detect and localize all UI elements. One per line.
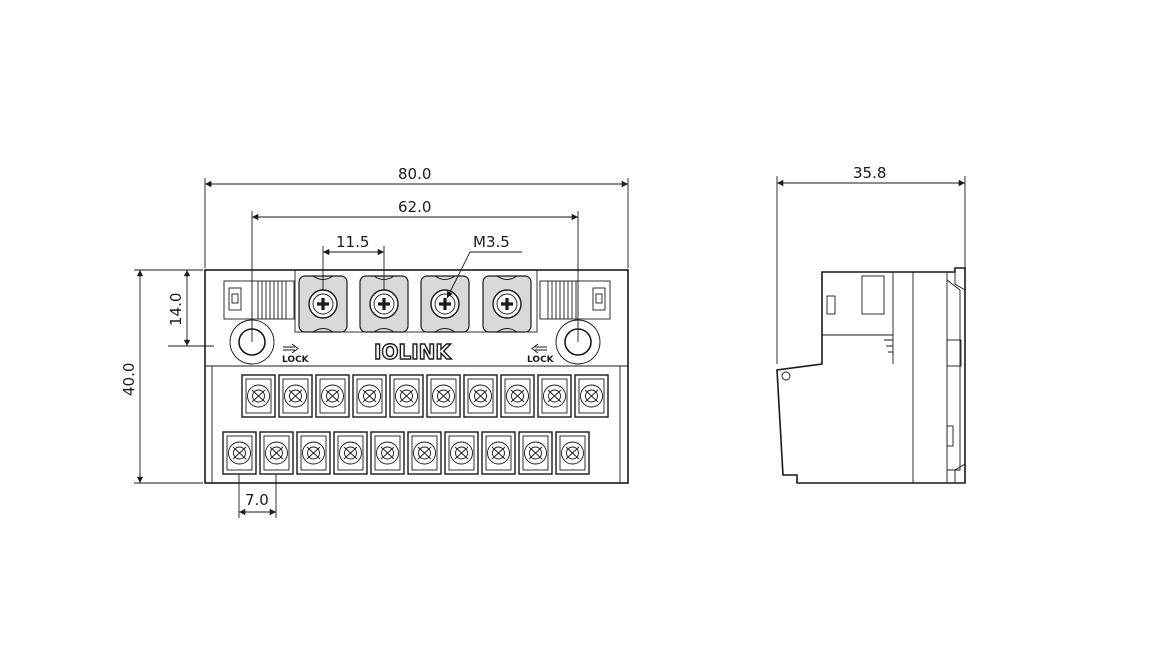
dim-7: 7.0 xyxy=(245,491,269,509)
brand-logo: IOLINK xyxy=(374,340,452,364)
terminal xyxy=(574,374,609,418)
dimension-screw-size: M3.5 xyxy=(446,233,522,299)
terminal xyxy=(426,374,461,418)
dimension-overall-width: 80.0 xyxy=(204,165,629,268)
terminal xyxy=(500,374,535,418)
terminal xyxy=(278,374,313,418)
terminal xyxy=(370,431,405,475)
lock-label-right: LOCK xyxy=(527,355,555,365)
terminal xyxy=(222,431,257,475)
power-terminal-panel xyxy=(294,269,538,334)
terminal xyxy=(259,431,294,475)
terminal xyxy=(241,374,276,418)
terminal xyxy=(463,374,498,418)
dimension-screw-pitch: 11.5 xyxy=(322,233,385,290)
side-hole xyxy=(781,371,791,381)
dim-80: 80.0 xyxy=(398,165,431,183)
side-body-outline xyxy=(776,267,966,484)
lock-indicator-right: LOCK xyxy=(527,343,555,365)
terminal xyxy=(555,431,590,475)
dimension-overall-height: 40.0 xyxy=(120,269,203,484)
dimension-side-depth: 35.8 xyxy=(776,164,966,364)
terminal xyxy=(481,431,516,475)
power-screw-3 xyxy=(419,274,471,334)
latch-left xyxy=(223,280,295,320)
terminal xyxy=(444,431,479,475)
dim-m3-5: M3.5 xyxy=(473,233,510,251)
terminal xyxy=(333,431,368,475)
dim-62: 62.0 xyxy=(398,198,431,216)
dim-40: 40.0 xyxy=(120,363,138,396)
dim-11-5: 11.5 xyxy=(336,233,369,251)
lower-terminal-row xyxy=(222,431,590,475)
terminal xyxy=(518,431,553,475)
terminal xyxy=(296,431,331,475)
lock-label-left: LOCK xyxy=(282,355,310,365)
dimension-upper-height: 14.0 xyxy=(167,269,214,347)
terminal xyxy=(352,374,387,418)
front-view: LOCK LOCK IOLINK xyxy=(120,165,629,518)
terminal xyxy=(389,374,424,418)
terminal xyxy=(407,431,442,475)
dimension-mount-pitch: 62.0 xyxy=(251,198,579,342)
upper-terminal-row xyxy=(241,374,609,418)
latch-right xyxy=(539,280,611,320)
dimension-terminal-pitch: 7.0 xyxy=(238,474,277,518)
dim-14: 14.0 xyxy=(167,293,185,326)
terminal xyxy=(315,374,350,418)
lock-indicator-left: LOCK xyxy=(282,343,310,365)
dim-35-8: 35.8 xyxy=(853,164,886,182)
terminal xyxy=(537,374,572,418)
side-view: 35.8 xyxy=(776,164,966,484)
power-screw-4 xyxy=(481,274,533,334)
